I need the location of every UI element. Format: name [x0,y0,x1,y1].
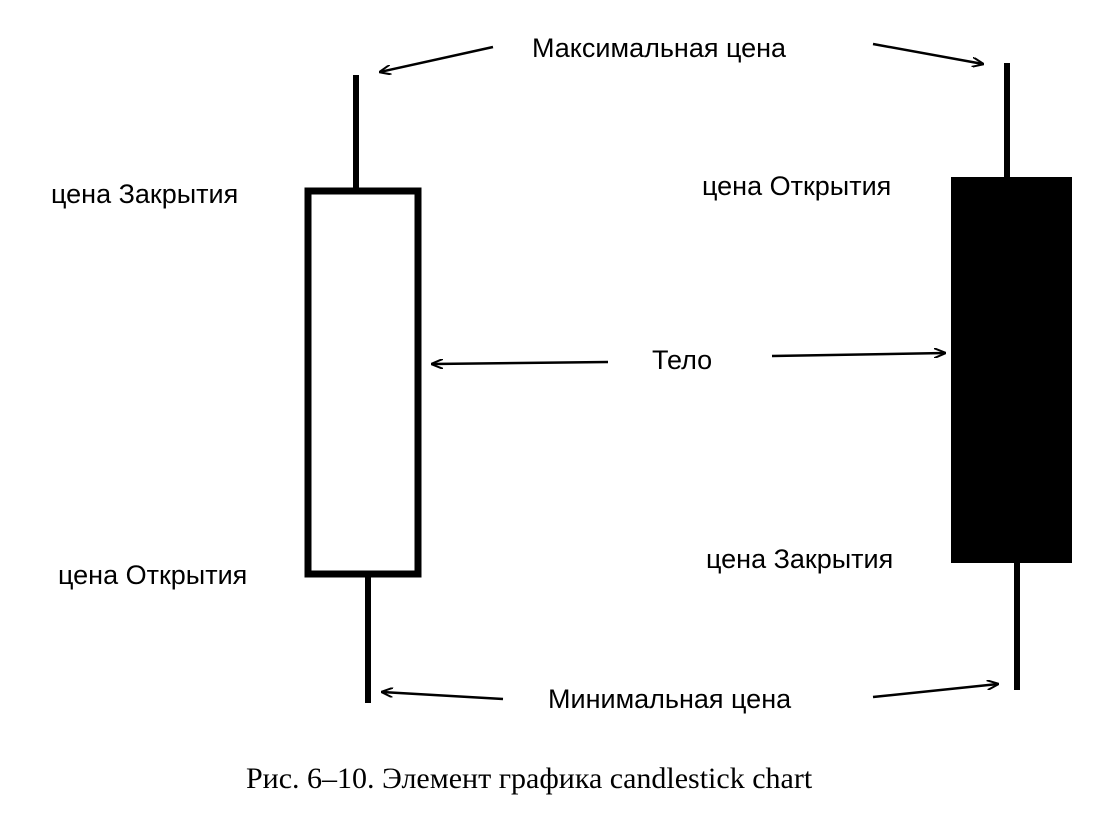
arrow-min-left [382,692,504,701]
arrow-body-right [771,353,945,356]
black-candle-body [951,177,1072,563]
black-candle [951,63,1072,690]
figure-caption: Рис. 6–10. Элемент графика candlestick c… [246,762,813,795]
arrow-max-right [872,42,983,64]
white-candle-body [304,187,422,578]
white-candle-open-label: цена Открытия [58,560,248,590]
white-candle [304,75,422,703]
arrow-min-right [872,684,998,699]
arrow-max-left [380,45,494,72]
body-label: Тело [652,345,713,375]
min-price-label: Минимальная цена [548,684,792,714]
arrow-body-left [432,362,609,364]
white-candle-close-label: цена Закрытия [51,179,239,209]
max-price-label: Максимальная цена [532,33,787,63]
black-candle-close-label: цена Закрытия [706,544,894,574]
black-candle-open-label: цена Открытия [702,171,892,201]
